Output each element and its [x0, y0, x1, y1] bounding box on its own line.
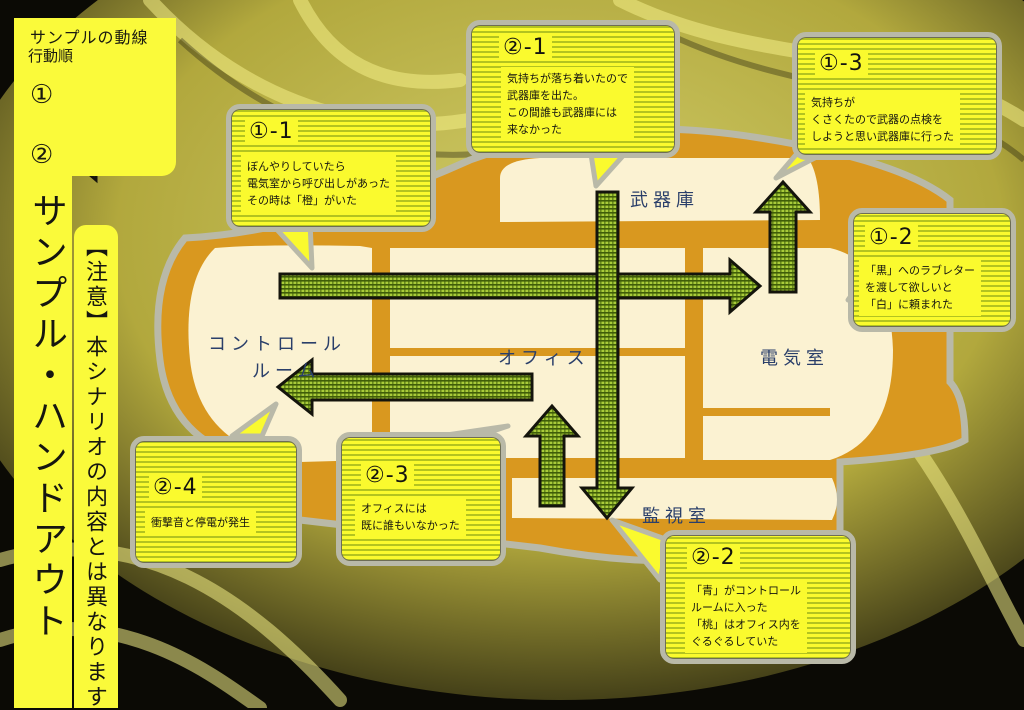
- callout-text: 衝撃音と停電が発生: [145, 511, 256, 534]
- handout-note: 【注意】本シナリオの内容とは異なります: [82, 235, 107, 710]
- callout-line: 気持ちが: [811, 96, 855, 109]
- callout-line: ぐるぐるしていた: [691, 635, 779, 648]
- legend-route-1: ①: [30, 80, 54, 110]
- callout-line: 武器庫を出た。: [507, 89, 584, 102]
- callout-line: 「黒」へのラブレター: [865, 264, 975, 277]
- callout-number: ①-3: [815, 51, 868, 76]
- callout-line: くさくたので武器の点検を: [811, 113, 943, 126]
- callout-line: ぼんやりしていたら: [247, 160, 346, 173]
- callout-line: オフィスには: [361, 502, 427, 515]
- callout-number: ①-1: [245, 119, 298, 144]
- callout-line: 気持ちが落ち着いたので: [507, 72, 628, 85]
- callout-number: ②-1: [499, 35, 552, 60]
- callout-2-2: ②-2 「青」がコントロール ルームに入った 「桃」はオフィス内を ぐるぐるして…: [660, 530, 856, 664]
- room-label-monitor: 監視室: [642, 506, 711, 527]
- callout-number: ②-2: [687, 545, 740, 570]
- callout-line: 電気室から呼び出しがあった: [247, 177, 390, 190]
- callout-text: 気持ちが くさくたので武器の点検を しようと思い武器庫に行った: [805, 91, 960, 148]
- room-label-control-1: コントロール: [208, 334, 346, 355]
- callout-text: 「黒」へのラブレター を渡して欲しいと 「白」に頼まれた: [859, 259, 981, 316]
- route-arrows: [275, 179, 814, 521]
- room-label-office: オフィス: [498, 348, 590, 369]
- callout-line: を渡して欲しいと: [865, 281, 953, 294]
- room-label-armory: 武器庫: [630, 190, 699, 211]
- callout-line: 「青」がコントロール: [691, 584, 801, 597]
- room-label-electric: 電気室: [760, 348, 829, 369]
- callout-text: オフィスには 既に誰もいなかった: [355, 497, 466, 537]
- callout-2-1: ②-1 気持ちが落ち着いたので 武器庫を出た。 この間誰も武器庫には 来なかった: [466, 20, 680, 158]
- callout-text: 「青」がコントロール ルームに入った 「桃」はオフィス内を ぐるぐるしていた: [685, 579, 807, 653]
- callout-2-3: ②-3 オフィスには 既に誰もいなかった: [336, 432, 506, 566]
- callout-1-2: ①-2 「黒」へのラブレター を渡して欲しいと 「白」に頼まれた: [848, 208, 1016, 332]
- callout-text: 気持ちが落ち着いたので 武器庫を出た。 この間誰も武器庫には 来なかった: [501, 67, 634, 141]
- handout-title: サンプル・ハンドアウト: [26, 192, 67, 643]
- legend-panel: [14, 18, 176, 176]
- callout-line: その時は「橙」がいた: [247, 194, 357, 207]
- callout-text: ぼんやりしていたら 電気室から呼び出しがあった その時は「橙」がいた: [241, 155, 396, 212]
- callout-line: 衝撃音と停電が発生: [151, 516, 250, 529]
- side-note-strip: [74, 225, 118, 708]
- legend-subtitle: 行動順: [28, 47, 74, 65]
- room-label-control-2: ルーム: [252, 361, 321, 382]
- callout-line: 「白」に頼まれた: [865, 298, 953, 311]
- callout-1-3: ①-3 気持ちが くさくたので武器の点検を しようと思い武器庫に行った: [792, 32, 1002, 160]
- callout-line: この間誰も武器庫には: [507, 106, 617, 119]
- callout-number: ②-4: [149, 475, 202, 500]
- callout-2-4: ②-4 衝撃音と停電が発生: [130, 436, 302, 568]
- side-title-strip: [14, 176, 72, 708]
- callout-line: 来なかった: [507, 123, 562, 136]
- callout-number: ②-3: [361, 463, 414, 488]
- callout-line: ルームに入った: [691, 601, 768, 614]
- legend-route-2: ②: [30, 140, 54, 170]
- callout-line: 「桃」はオフィス内を: [691, 618, 801, 631]
- legend-title: サンプルの動線: [30, 28, 149, 47]
- callout-line: 既に誰もいなかった: [361, 519, 460, 532]
- callout-1-1: ①-1 ぼんやりしていたら 電気室から呼び出しがあった その時は「橙」がいた: [226, 104, 436, 232]
- callout-number: ①-2: [865, 225, 918, 250]
- callout-line: しようと思い武器庫に行った: [811, 130, 954, 143]
